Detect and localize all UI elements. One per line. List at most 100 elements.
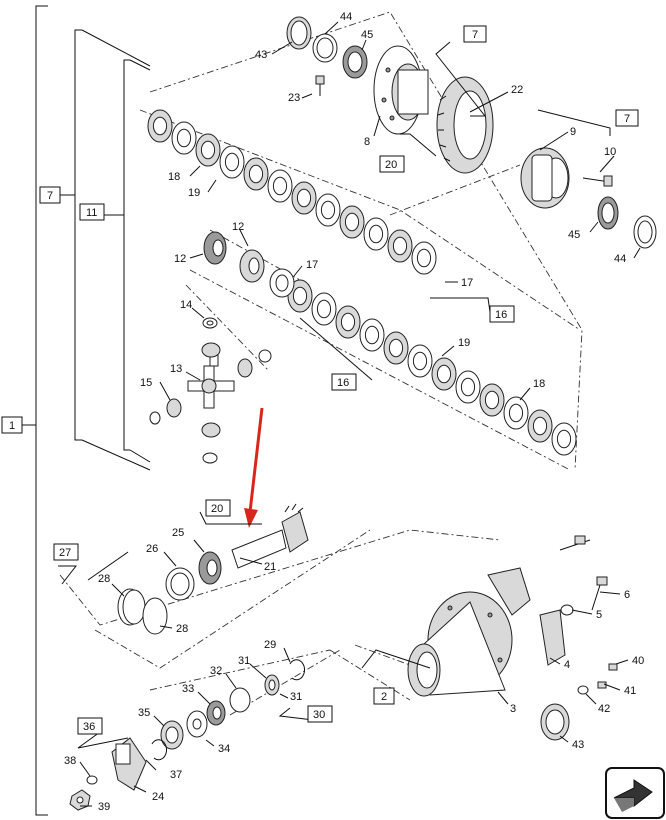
grouping-brackets	[22, 5, 151, 816]
callout-35: 35	[138, 707, 150, 719]
box-27: 27	[53, 543, 79, 561]
callout-numbers: 44 43 45 23 22 8 9 10 45 44 18 19 12 12 …	[64, 11, 644, 813]
callout-40: 40	[632, 655, 644, 667]
pinion-shaft-21	[231, 503, 309, 569]
callout-38: 38	[64, 755, 76, 767]
clutch-disc-bore	[364, 325, 380, 345]
seal-31	[264, 674, 280, 696]
callout-24: 24	[152, 791, 164, 803]
fittings-40-41-42	[577, 663, 618, 695]
thrust-washer-17	[269, 268, 295, 298]
clutch-disc-bore	[412, 351, 428, 371]
box-36: 36	[77, 717, 103, 735]
svg-text:20: 20	[385, 159, 397, 171]
callout-5: 5	[596, 609, 602, 621]
clutch-disc-bore	[248, 164, 264, 184]
forward-arrow-icon[interactable]	[605, 767, 665, 819]
callout-34: 34	[218, 743, 230, 755]
clutch-disc-bore	[556, 429, 572, 449]
callout-19-right: 19	[458, 337, 470, 349]
callout-41: 41	[624, 685, 636, 697]
top-bearing-ring-43	[286, 16, 312, 50]
clutch-disc-bore	[368, 224, 384, 244]
svg-text:7: 7	[472, 29, 478, 41]
callout-37: 37	[170, 769, 182, 781]
callout-45-top: 45	[361, 29, 373, 41]
callout-29: 29	[264, 639, 276, 651]
callout-45-right: 45	[568, 229, 580, 241]
bearing-cone-25	[198, 551, 222, 585]
clutch-disc-bore	[224, 152, 240, 172]
clutch-disc-bore	[416, 248, 432, 268]
callout-43-top: 43	[255, 49, 267, 61]
callout-21: 21	[264, 561, 276, 573]
bearing-cup-44-right	[633, 215, 657, 249]
clutch-disc-bore	[292, 286, 308, 306]
callout-33: 33	[182, 683, 194, 695]
clutch-disc-bore	[484, 390, 500, 410]
clutch-disc-bore	[340, 312, 356, 332]
box-20-lower: 20	[205, 499, 231, 517]
clutch-disc-bore	[344, 212, 360, 232]
clutch-disc-bore	[392, 236, 408, 256]
seal-35	[160, 720, 184, 750]
callout-17-right: 17	[461, 277, 473, 289]
callout-23: 23	[288, 92, 300, 104]
bearing-cup-26	[165, 567, 195, 601]
clutch-disc-bore	[296, 188, 312, 208]
clutch-disc-bore	[316, 299, 332, 319]
callout-28-left: 28	[98, 573, 110, 585]
callout-8: 8	[364, 136, 370, 148]
bearing-33	[206, 700, 226, 726]
box-2: 2	[373, 687, 395, 705]
bolt-23	[315, 75, 325, 96]
bearing-cone-45-right	[597, 196, 619, 230]
box-16-right: 16	[489, 305, 515, 323]
box-11: 11	[79, 203, 105, 221]
callout-19-top: 19	[188, 187, 200, 199]
boxed-callouts: 7 20 7 16 16 11 7 1 20 27 30 36 2	[1, 25, 639, 735]
clutch-disc-bore	[320, 200, 336, 220]
yoke-24	[111, 737, 147, 791]
clutch-disc-bore	[176, 128, 192, 148]
svg-text:1: 1	[9, 420, 15, 432]
svg-text:30: 30	[313, 709, 325, 721]
callout-26: 26	[146, 543, 158, 555]
bearing-cup-44	[312, 33, 338, 63]
clutch-disc-bore	[152, 116, 168, 136]
box-16-lower: 16	[331, 373, 357, 391]
callout-43-bottom: 43	[572, 739, 584, 751]
spider-cross-13	[187, 351, 235, 409]
callout-44-right: 44	[614, 253, 626, 265]
clutch-disc-bore	[532, 416, 548, 436]
callout-31-right: 31	[290, 691, 302, 703]
callout-17-top: 17	[306, 259, 318, 271]
callout-18-top: 18	[168, 171, 180, 183]
clutch-disc-stack-lower	[287, 279, 577, 456]
oil-seal-43	[540, 703, 570, 741]
bearing-cone-45-top	[342, 45, 368, 79]
washer-34	[186, 710, 208, 738]
callout-32: 32	[210, 665, 222, 677]
callout-15: 15	[140, 377, 152, 389]
callout-31-top: 31	[238, 655, 250, 667]
side-gear-12-right	[239, 249, 265, 283]
clutch-disc-bore	[436, 364, 452, 384]
box-20-top: 20	[379, 155, 405, 173]
callout-12-top: 12	[232, 221, 244, 233]
snap-ring-29	[289, 659, 306, 681]
side-gear-12-left	[203, 231, 227, 265]
carrier-half-9	[520, 147, 570, 209]
differential-carrier-8	[373, 45, 429, 135]
shims-28	[117, 588, 168, 635]
callout-22: 22	[511, 84, 523, 96]
caps-4	[487, 567, 566, 666]
callout-9: 9	[570, 126, 576, 138]
svg-text:16: 16	[337, 377, 349, 389]
bearing-32	[229, 687, 251, 713]
snap-ring-37	[151, 739, 168, 761]
bolt-10	[582, 175, 613, 187]
svg-text:27: 27	[59, 547, 71, 559]
box-30: 30	[307, 705, 333, 723]
